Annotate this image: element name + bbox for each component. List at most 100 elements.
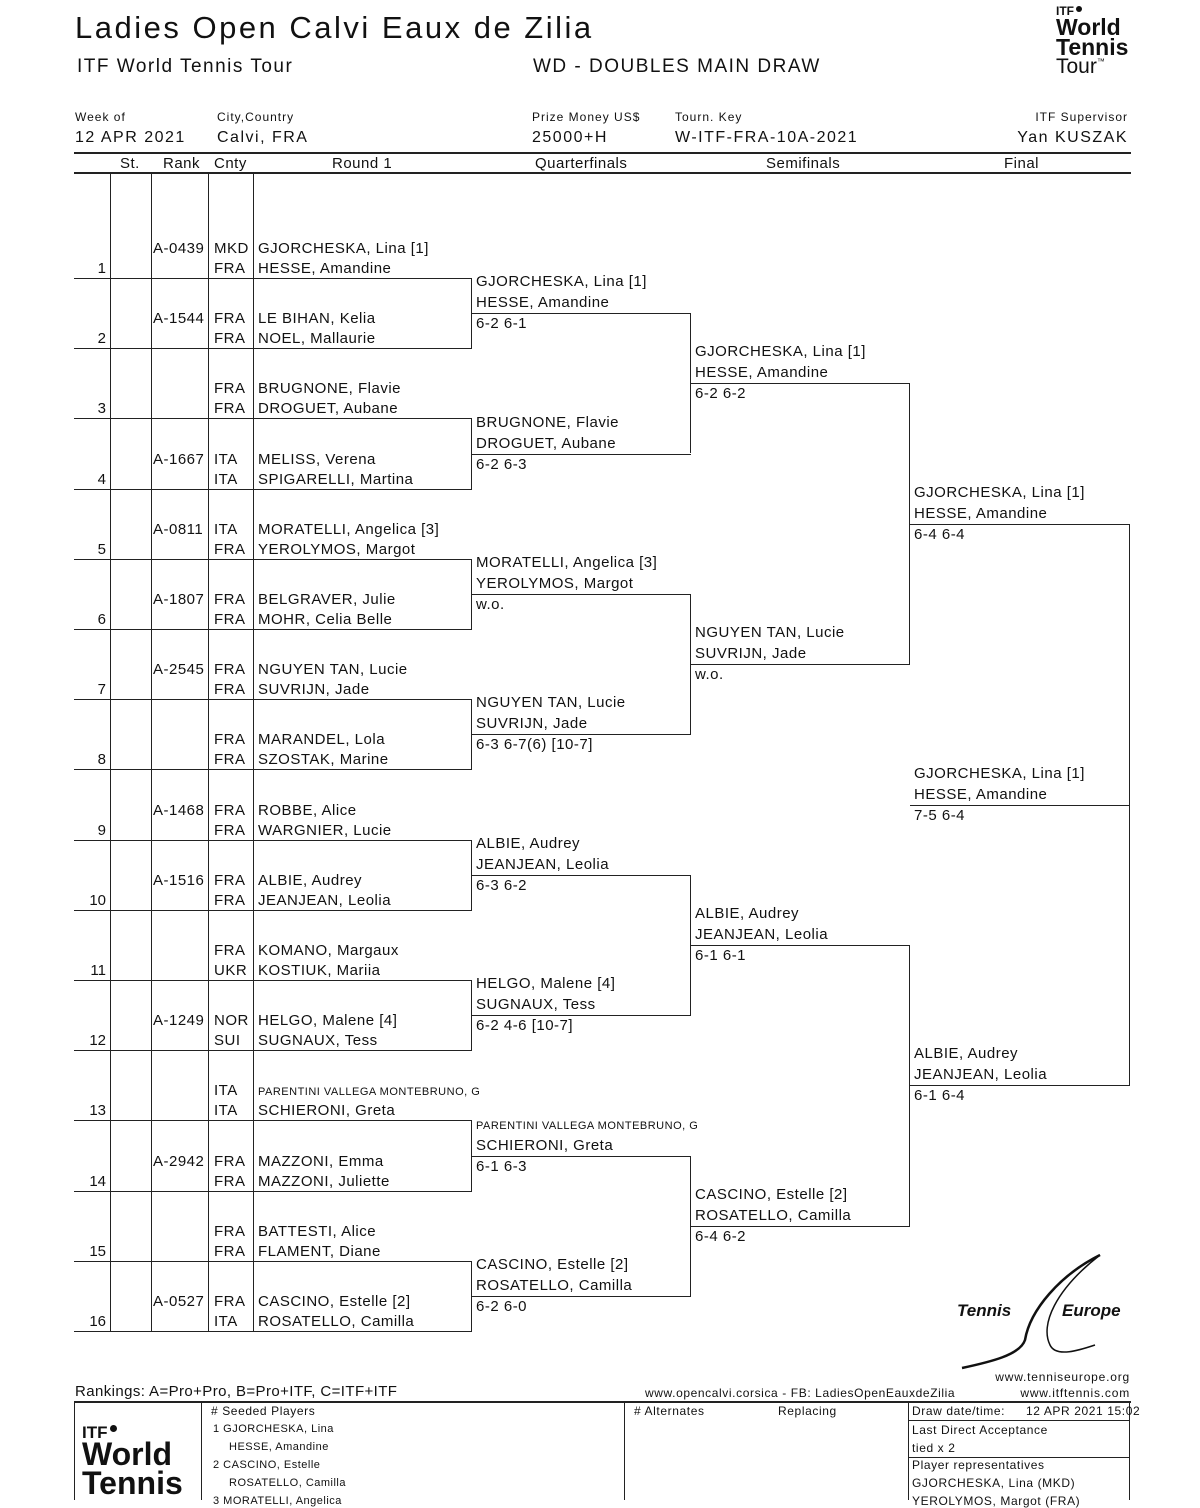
footer-logo-dot-icon [109,1425,117,1432]
seeded-player: 2 CASCINO, Estelle [213,1459,321,1471]
sf-connector [909,383,910,665]
sf-line [691,944,910,946]
header-bottom-rule [74,172,1131,174]
r1-country-1: FRA [214,731,246,749]
qf-line [472,1155,691,1157]
table-col-border-0 [110,173,111,1332]
logo-tennis-text: Tennis [1056,34,1129,61]
r1-connector [471,418,472,489]
r1-connector [471,278,472,349]
r1-rank: A-2942 [153,1152,205,1170]
tournament-title: Ladies Open Calvi Eaux de Zilia [75,10,594,45]
r1-row-rule [74,699,472,701]
r1-player-1: MORATELLI, Angelica [3] [258,520,440,538]
r1-player-1: MAZZONI, Emma [258,1152,384,1170]
qf-score: 6-3 6-2 [476,876,528,894]
qf-player-1: CASCINO, Estelle [2] [476,1255,629,1273]
r1-row-rule [74,980,472,981]
r1-country-2: FRA [214,260,246,277]
header-top-rule [74,152,1131,154]
supervisor-label: ITF Supervisor [1035,110,1128,124]
seeded-header: # Seeded Players [211,1404,316,1418]
r1-row-rule [74,909,472,911]
r1-row-rule [74,769,472,771]
qf-player-1: GJORCHESKA, Lina [1] [476,273,647,291]
f-line [910,523,1130,525]
r1-player-1: BRUGNONE, Flavie [258,380,402,398]
r1-country-1: FRA [214,1152,246,1170]
sf-line [691,383,910,385]
qf-score: 6-2 6-1 [476,315,528,333]
winner-player-2: HESSE, Amandine [914,785,1048,803]
qf-connector [690,313,691,454]
r1-player-2: HESSE, Amandine [258,260,392,277]
r1-row-rule [74,348,472,350]
site-local[interactable]: www.opencalvi.corsica - FB: LadiesOpenEa… [645,1386,956,1400]
r1-country-2: FRA [214,611,246,628]
qf-player-2: ROSATELLO, Camilla [476,1276,633,1294]
table-col-border-3 [253,173,254,1332]
week-value: 12 APR 2021 [75,129,186,146]
r1-player-2: FLAMENT, Diane [258,1242,381,1260]
r1-player-2: SUVRIJN, Jade [258,681,370,699]
r1-rank: A-1667 [153,450,205,468]
r1-position-number: 9 [97,821,106,839]
qf-line [472,734,691,736]
r1-country-1: ITA [214,450,238,468]
qf-player-1: NGUYEN TAN, Lucie [476,694,626,712]
sf-connector [909,944,910,1226]
qf-player-2: SCHIERONI, Greta [476,1136,614,1154]
r1-country-1: FRA [214,942,246,959]
qf-player-2: JEANJEAN, Leolia [476,855,610,873]
rep-2: YEROLYMOS, Margot (FRA) [912,1494,1081,1508]
r1-player-1: CASCINO, Estelle [2] [258,1293,411,1310]
r1-country-2: FRA [214,400,246,418]
reps-label: Player representatives [912,1458,1045,1472]
winner-line [910,804,1130,806]
sf-score: 6-2 6-2 [695,385,747,403]
r1-player-2: WARGNIER, Lucie [258,821,392,839]
r1-row-rule [74,558,472,560]
winner-player-1: GJORCHESKA, Lina [1] [914,764,1085,782]
footer-divider-2 [624,1401,625,1500]
tennis-europe-right-text: Europe [1062,1301,1121,1320]
r1-player-2: NOEL, Mallaurie [258,330,376,348]
sf-line [691,1225,910,1227]
r1-player-1: ALBIE, Audrey [258,871,363,889]
f-player-1: ALBIE, Audrey [914,1045,1019,1063]
r1-row-rule [74,488,472,490]
r1-country-1: FRA [214,801,246,819]
qf-score: 6-1 6-3 [476,1157,528,1175]
f-player-2: HESSE, Amandine [914,504,1048,522]
site-itf[interactable]: www.itftennis.com [1020,1386,1130,1400]
r1-country-1: FRA [214,871,246,889]
f-player-2: JEANJEAN, Leolia [914,1066,1048,1084]
qf-connector [690,593,691,735]
r1-rank: A-0527 [153,1293,205,1310]
r1-position-number: 14 [89,1172,106,1190]
r1-player-2: SUGNAUX, Tess [258,1032,378,1050]
itf-world-tennis-tour-logo: ITF World Tennis Tour™ [1056,4,1136,77]
lda-value: tied x 2 [912,1441,956,1455]
r1-position-number: 8 [97,751,106,769]
sf-player-2: HESSE, Amandine [695,364,829,382]
r1-country-1: FRA [214,380,246,398]
r1-position-number: 10 [89,891,106,909]
r1-position-number: 3 [97,400,106,418]
r1-country-1: FRA [214,591,246,608]
r1-row-rule [74,1120,472,1122]
table-col-border-2 [208,173,209,1332]
seeded-player: HESSE, Amandine [229,1441,329,1453]
logo-itf-text: ITF [1056,4,1074,18]
r1-rank: A-0439 [153,240,205,257]
sf-player-2: ROSATELLO, Camilla [695,1206,852,1224]
col-st: St. [120,155,140,172]
qf-line [472,1295,691,1297]
r1-rank: A-2545 [153,661,205,679]
qf-player-1: ALBIE, Audrey [476,834,581,852]
site-tenniseurope[interactable]: www.tenniseurope.org [995,1370,1130,1384]
logo-tm-text: ™ [1096,57,1105,67]
winner-score: 7-5 6-4 [914,806,966,824]
qf-connector [690,1155,691,1296]
r1-country-2: FRA [214,540,246,558]
